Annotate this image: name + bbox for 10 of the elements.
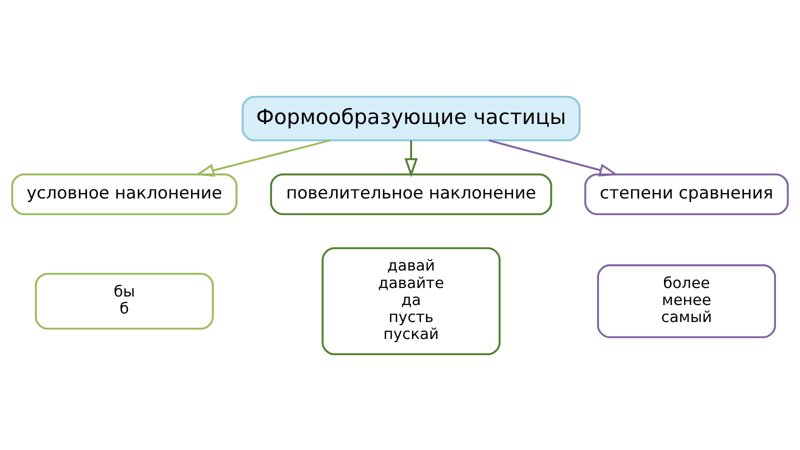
arrow — [488, 138, 618, 176]
node-box: бы б — [34, 272, 214, 330]
arrow — [404, 140, 418, 177]
node-box: Формообразующие частицы — [242, 95, 581, 141]
node-box: степени сравнения — [584, 172, 789, 215]
arrow — [195, 138, 330, 176]
node-box: условное наклонение — [11, 172, 238, 215]
node-box: повелительное наклонение — [270, 172, 552, 215]
node-box: давай давайте да пусть пускай — [322, 246, 501, 355]
node-box: более менее самый — [597, 264, 776, 338]
